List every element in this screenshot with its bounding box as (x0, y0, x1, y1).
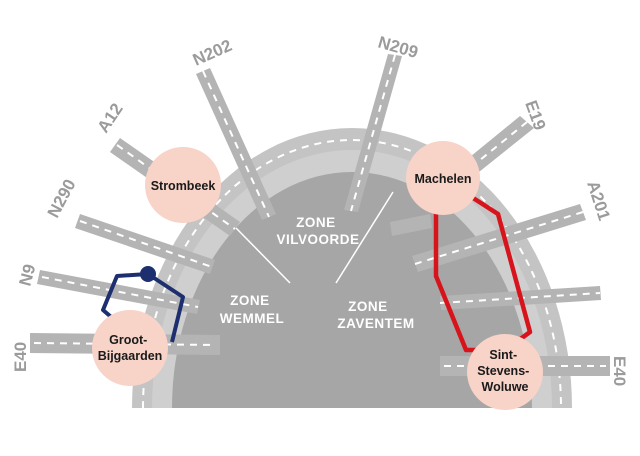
road-n9 (37, 270, 200, 314)
zone-zaventem-line2: ZAVENTEM (337, 316, 414, 331)
node-groot-bijgaarden: Groot- Bijgaarden (92, 310, 168, 386)
zone-wemmel-label: ZONE WEMMEL (220, 293, 285, 326)
node-groot-bijgaarden-line2: Bijgaarden (98, 349, 163, 363)
road-a201 (412, 204, 586, 272)
label-a12: A12 (94, 100, 127, 136)
road-n209 (344, 54, 402, 212)
node-groot-bijgaarden-line1: Groot- (109, 333, 147, 347)
svg-text:Machelen: Machelen (415, 172, 472, 186)
road-n290 (75, 214, 215, 274)
label-n9: N9 (16, 262, 40, 288)
zone-wemmel-line1: ZONE (230, 293, 270, 308)
node-sint-stevens-woluwe: Sint- Stevens- Woluwe (467, 334, 543, 410)
zone-vilvoorde-line1: ZONE (296, 215, 336, 230)
node-machelen-label: Machelen (415, 172, 472, 186)
label-n290: N290 (44, 176, 80, 221)
zone-zaventem-label: ZONE ZAVENTEM (337, 299, 414, 331)
zone-wemmel-line2: WEMMEL (220, 311, 285, 326)
node-ssw-line3: Woluwe (482, 380, 529, 394)
svg-text:Strombeek: Strombeek (151, 179, 216, 193)
road-machelen-connector (390, 214, 432, 236)
svg-text:Groot- Bijgaarden: Groot- Bijgaarden (98, 333, 163, 363)
svg-text:Sint- Stevens- Wol: Sint- Stevens- Woluwe (477, 348, 533, 394)
west-route (101, 266, 185, 343)
zone-vilvoorde-line2: VILVOORDE (276, 232, 359, 247)
west-route-marker (140, 266, 156, 282)
zone-vilvoorde-label: ZONE VILVOORDE (276, 215, 359, 247)
node-strombeek: Strombeek (145, 147, 221, 223)
node-ssw-line2: Stevens- (477, 364, 529, 378)
zone-zaventem-line1: ZONE (348, 299, 388, 314)
label-e40-west: E40 (11, 342, 30, 372)
road-n202 (196, 68, 276, 220)
node-machelen: Machelen (406, 141, 480, 215)
zone-divider-east (335, 191, 394, 284)
ring-center-area (172, 172, 532, 408)
label-n202: N202 (190, 36, 235, 70)
zone-divider-west (235, 227, 291, 284)
label-a201: A201 (583, 178, 614, 223)
label-e40-east: E40 (610, 356, 629, 386)
node-ssw-line1: Sint- (489, 348, 517, 362)
node-strombeek-label: Strombeek (151, 179, 216, 193)
